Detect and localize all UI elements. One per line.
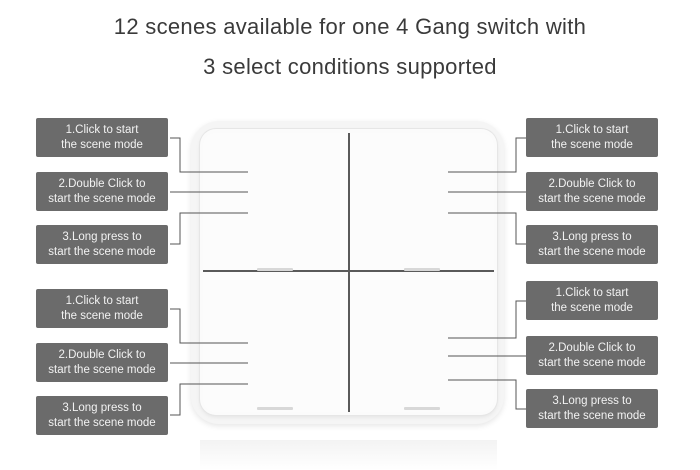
connector-bl-long <box>170 383 248 416</box>
gang-button-bottom-right[interactable] <box>350 272 494 412</box>
headline-line-2: 3 select conditions supported <box>203 54 497 79</box>
gang-button-top-left[interactable] <box>203 133 348 270</box>
gang-button-top-right[interactable] <box>350 133 494 270</box>
connector-tr-click <box>448 137 526 173</box>
horizontal-divider <box>203 270 494 272</box>
connector-br-click <box>448 300 526 339</box>
indicator-led-top-left <box>257 268 293 271</box>
connector-br-long <box>448 379 526 410</box>
connector-tr-long <box>448 212 526 245</box>
switch-reflection <box>200 440 497 470</box>
connector-bl-click <box>170 308 248 344</box>
vertical-divider <box>348 133 350 412</box>
indicator-led-bottom-right <box>404 407 440 410</box>
connector-tl-click <box>170 137 248 173</box>
indicator-led-top-right <box>404 268 440 271</box>
headline-line-1: 12 scenes available for one 4 Gang switc… <box>113 14 587 39</box>
connector-tl-long <box>170 212 248 245</box>
gang-button-bottom-left[interactable] <box>203 272 348 412</box>
indicator-led-bottom-left <box>257 407 293 410</box>
